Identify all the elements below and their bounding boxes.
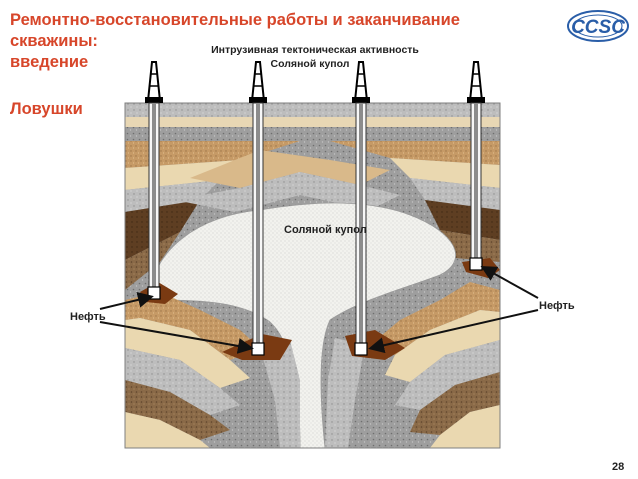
stratum-top-3 xyxy=(125,127,500,141)
stratum-top-2 xyxy=(125,117,500,127)
diagram-caption-sub: Соляной купол xyxy=(270,58,350,70)
derrick-icon xyxy=(352,61,370,103)
stratum-low-left-cream-2 xyxy=(125,412,210,448)
title-line-2: скважины: xyxy=(10,32,98,50)
block-outline xyxy=(124,102,501,449)
derrick-icon xyxy=(145,61,163,103)
oil-label-right: Нефть xyxy=(539,300,575,312)
well-2 xyxy=(249,61,267,356)
stratum-right-sand-1 xyxy=(330,141,500,165)
stratum-dome-cap-1 xyxy=(190,150,390,188)
stratum-low-left-cream xyxy=(125,318,250,388)
stratum-dome-cap-2 xyxy=(175,172,400,212)
arrow-right-to-top-trap xyxy=(480,266,539,299)
stratum-low-left-grey xyxy=(125,348,240,415)
title-line-1: Ремонтно-восстановительные работы и зака… xyxy=(10,11,460,29)
section-subtitle: Ловушки xyxy=(10,100,83,118)
derrick-icon xyxy=(249,61,267,103)
derrick-icon xyxy=(467,61,485,103)
arrow-right-to-flank-trap xyxy=(368,309,539,354)
stratum-low-right-cream xyxy=(385,310,500,382)
stratum-low-right-cream-2 xyxy=(430,405,500,448)
well-3 xyxy=(352,61,370,356)
logo-text: CCSC xyxy=(571,17,625,38)
stratum-low-right-brown xyxy=(410,372,500,435)
salt-dome-label: Соляной купол xyxy=(284,224,367,236)
stratum-neck-left xyxy=(260,340,300,448)
oil-label-left: Нефть xyxy=(70,311,106,323)
arrow-left-to-flank-trap xyxy=(99,321,254,354)
stratum-left-dark xyxy=(125,200,200,260)
page-title: Ремонтно-восстановительные работы и зака… xyxy=(10,10,530,73)
arrow-left-to-top-trap xyxy=(99,292,154,310)
stratum-low-right-sand xyxy=(370,282,500,355)
diagram-caption: Интрузивная тектоническая активность xyxy=(211,44,419,56)
stratum-top-1 xyxy=(125,103,500,117)
ccsc-logo: CCSC xyxy=(567,10,629,42)
well-1 xyxy=(145,61,163,300)
page-number: 28 xyxy=(612,461,625,473)
stratum-low-right-grey xyxy=(395,340,500,410)
title-line-3: введение xyxy=(10,53,89,71)
stratum-neck-right xyxy=(325,338,365,448)
stratum-low-left-brown xyxy=(125,380,230,440)
well-4 xyxy=(467,61,485,271)
